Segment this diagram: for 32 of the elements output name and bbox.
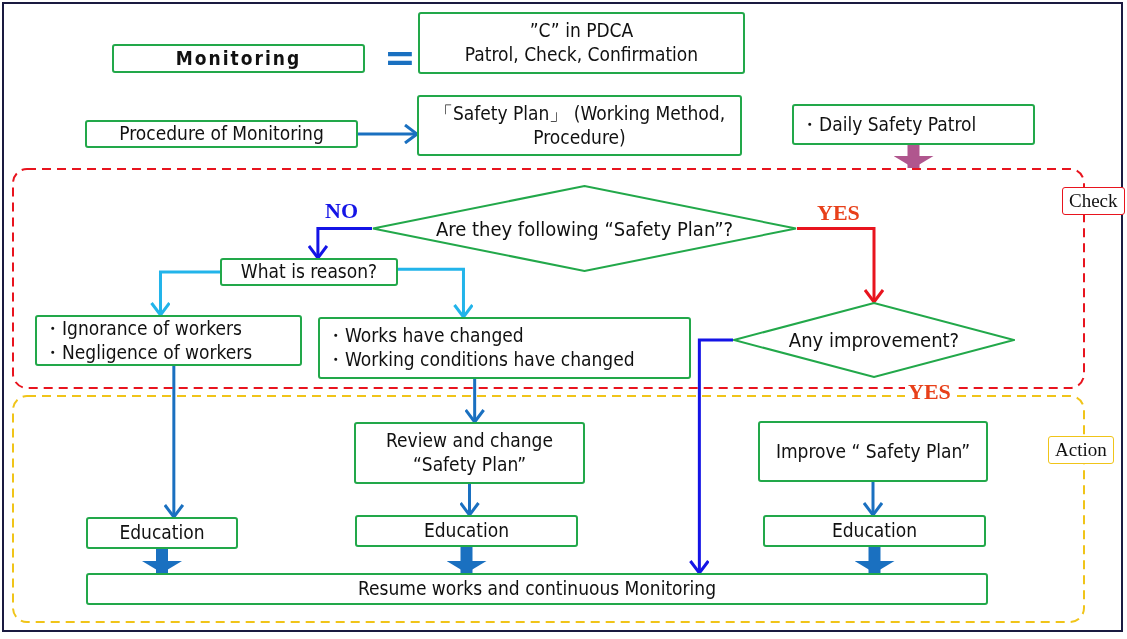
- process-box: ・Daily Safety Patrol: [792, 104, 1035, 145]
- process-box: Education: [86, 517, 238, 549]
- arrow: [150, 270, 220, 317]
- process-box: Improve “ Safety Plan”: [758, 421, 988, 482]
- arrow: [163, 366, 185, 519]
- process-box: Education: [763, 515, 986, 547]
- arrow: [358, 123, 419, 145]
- process-box: Review and change “Safety Plan”: [354, 422, 585, 484]
- process-box: ・Ignorance of workers ・Negligence of workers: [35, 315, 302, 366]
- process-box: Procedure of Monitoring: [85, 120, 358, 148]
- arrow: [862, 482, 884, 517]
- region-label: Action: [1048, 436, 1114, 464]
- arrow: [459, 484, 480, 517]
- plan-box: 「Safety Plan」 (Working Method, Procedure): [417, 95, 742, 156]
- block-arrow: [893, 145, 934, 168]
- process-box: Education: [355, 515, 578, 547]
- equals-sign: =: [384, 38, 416, 76]
- arrow: [688, 338, 733, 575]
- process-box: What is reason?: [220, 258, 398, 286]
- region-label: Check: [1062, 187, 1125, 215]
- definition-box: ”C” in PDCA Patrol, Check, Confirmation: [418, 12, 745, 74]
- process-box: ・Works have changed ・Working conditions have changed: [318, 317, 691, 379]
- arrow: [797, 227, 885, 304]
- block-arrow: [854, 547, 895, 573]
- process-box: Resume works and continuous Monitoring: [86, 573, 988, 605]
- arrow: [464, 379, 486, 424]
- block-arrow: [446, 547, 487, 573]
- arrow: [398, 267, 474, 319]
- term-box: Monitoring: [112, 44, 365, 73]
- block-arrow: [142, 549, 182, 573]
- decision-diamond: Any improvement?: [733, 302, 1015, 378]
- arrow: [307, 227, 372, 260]
